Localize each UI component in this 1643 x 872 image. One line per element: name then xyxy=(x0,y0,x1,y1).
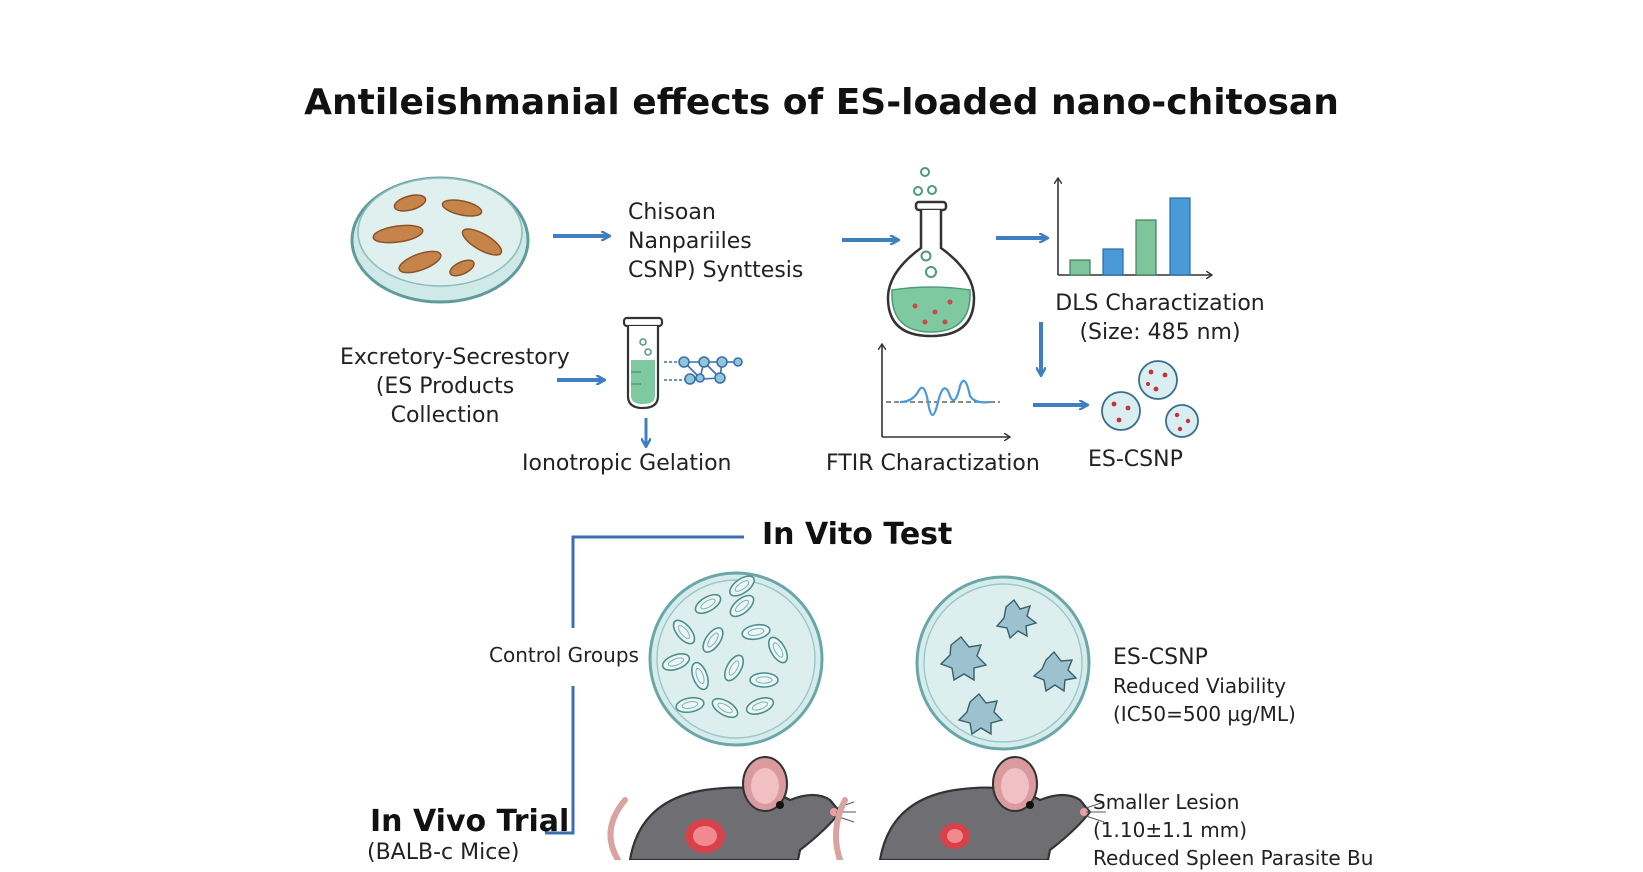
treated-line-2: Reduced Viability xyxy=(1113,674,1287,698)
promastigote-cell xyxy=(741,623,771,641)
invivo-result-label: Smaller Lesion (1.10±1.1 mm) Reduced Spl… xyxy=(1093,788,1373,872)
promastigote-nucleus xyxy=(734,580,750,592)
invivo-subheading: (BALB-c Mice) xyxy=(367,840,520,865)
dls-label: DLS Charactization (Size: 485 nm) xyxy=(1040,289,1280,347)
test-tube-icon xyxy=(557,316,743,446)
promastigote-nucleus xyxy=(707,632,719,648)
diagram-title: Antileishmanial effects of ES-loaded nan… xyxy=(304,82,1339,123)
promastigote-nucleus xyxy=(695,667,705,685)
synthesis-line-3: CSNP) Synttesis xyxy=(628,258,804,283)
promastigote-nucleus xyxy=(681,701,699,709)
promastigote-cell xyxy=(749,672,779,688)
result-line-3: Reduced Spleen Parasite Bu xyxy=(1093,846,1374,870)
promastigote-nucleus xyxy=(677,625,691,639)
promastigote-nucleus xyxy=(728,660,740,676)
promastigote-cell xyxy=(675,696,705,714)
ftir-label: FTIR Charactization xyxy=(826,451,1040,476)
result-line-1: Smaller Lesion xyxy=(1093,790,1240,814)
invivo-connector-line xyxy=(545,686,575,835)
gelation-label: Ionotropic Gelation xyxy=(522,451,732,476)
promastigote-nucleus xyxy=(747,628,765,636)
flask-icon xyxy=(886,167,976,338)
control-dish-icon xyxy=(648,571,824,747)
synthesis-label: Chisoan Nanpariiles CSNP) Synttesis xyxy=(628,198,803,285)
invivo-heading: In Vivo Trial xyxy=(370,804,570,839)
dls-line-1: DLS Charactization xyxy=(1055,291,1265,316)
dls-line-2: (Size: 485 nm) xyxy=(1079,320,1241,345)
invitro-heading: In Vito Test xyxy=(762,517,953,552)
promastigote-nucleus xyxy=(772,642,784,658)
petri-dish-icon xyxy=(350,176,530,304)
treated-dish-icon xyxy=(915,575,1091,751)
nanoparticle-icon xyxy=(1101,360,1199,438)
promastigote-nucleus xyxy=(667,657,685,667)
es-collection-line-2: (ES Products xyxy=(375,374,515,399)
control-groups-label: Control Groups xyxy=(489,643,639,667)
synthesis-line-1: Chisoan xyxy=(628,200,716,225)
bar-chart-icon xyxy=(1058,178,1212,275)
es-collection-label: Excretory-Secrestory (ES Products Collec… xyxy=(340,343,570,430)
treated-line-1: ES-CSNP xyxy=(1113,645,1208,670)
promastigote-nucleus xyxy=(735,599,749,613)
spectrum-icon xyxy=(882,344,1010,437)
synthesis-line-2: Nanpariiles xyxy=(628,229,752,254)
invitro-connector-line xyxy=(571,535,744,628)
treated-line-3: (IC50=500 µg/ML) xyxy=(1113,702,1296,726)
result-line-2: (1.10±1.1 mm) xyxy=(1093,818,1248,842)
promastigote-nucleus xyxy=(700,598,716,610)
es-collection-line-3: Collection xyxy=(390,403,500,428)
molecule-chain-icon xyxy=(664,356,743,385)
mouse-icon xyxy=(607,756,1106,860)
escsnp-label: ES-CSNP xyxy=(1088,447,1183,472)
treated-label: ES-CSNP Reduced Viability (IC50=500 µg/M… xyxy=(1113,644,1296,728)
promastigote-nucleus xyxy=(717,702,733,714)
es-collection-line-1: Excretory-Secrestory xyxy=(340,345,570,370)
promastigote-nucleus xyxy=(751,701,769,711)
promastigote-nucleus xyxy=(755,676,773,684)
